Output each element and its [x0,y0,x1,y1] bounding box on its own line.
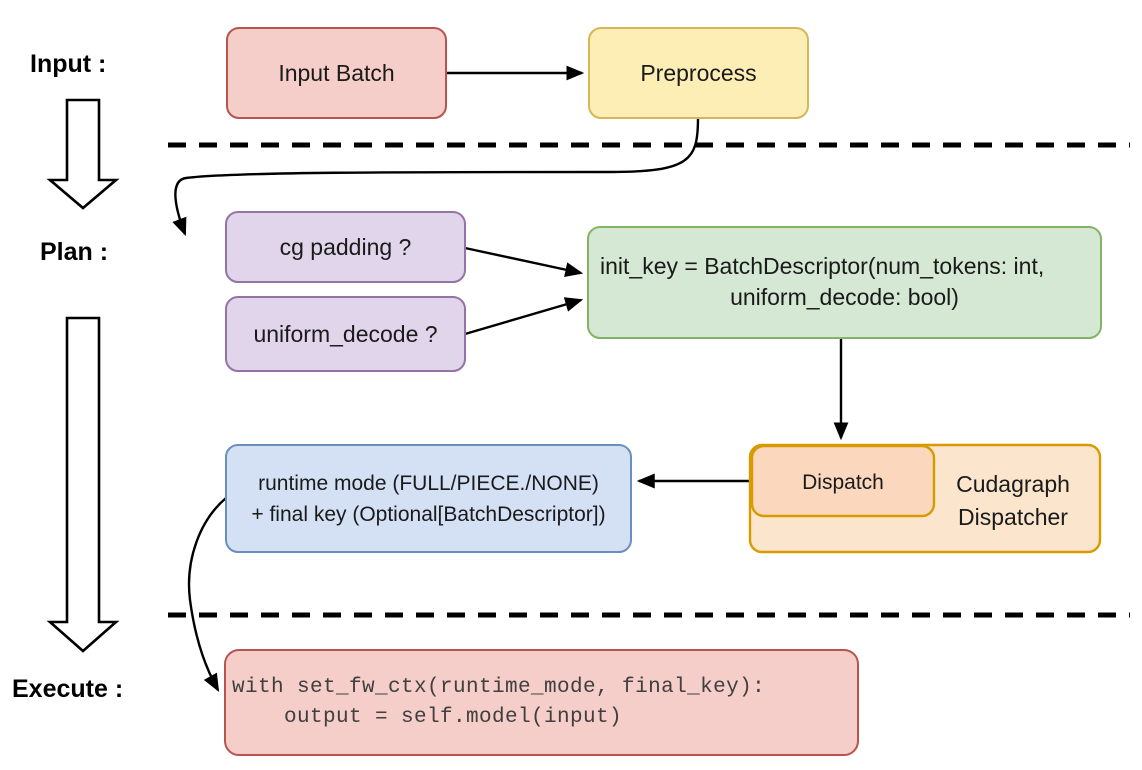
cudagraph-dispatcher-line-2: Dispatcher [958,504,1068,530]
execute-code-line-1: with set_fw_ctx(runtime_mode, final_key)… [232,676,765,699]
stage-arrow-input-to-plan-icon [46,98,120,210]
execute-code-box[interactable] [224,649,859,756]
edge-runtime-mode-to-execute [187,497,227,692]
stage-arrow-plan-to-execute-icon [46,316,120,653]
uniform-decode-label: uniform_decode ? [253,321,437,347]
section-dividers [168,142,1130,618]
cudagraph-dispatcher-line-1: Cudagraph [956,471,1070,497]
node-cg-padding[interactable]: cg padding ? [225,211,466,283]
node-input-batch[interactable]: Input Batch [226,27,447,119]
init-key-line-1: init_key = BatchDescriptor(num_tokens: i… [600,253,1044,279]
runtime-mode-line-2: + final key (Optional[BatchDescriptor]) [251,503,605,526]
dispatch-box[interactable] [750,444,936,518]
edge-preprocess-to-cg-padding [172,117,700,237]
node-init-key[interactable]: init_key = BatchDescriptor(num_tokens: i… [587,226,1102,339]
runtime-mode-box[interactable] [225,444,632,553]
uniform-decode-box[interactable] [225,296,466,372]
node-preprocess[interactable]: Preprocess [588,27,809,119]
diagram-edges [172,65,849,692]
edge-cg-padding-to-init-key [464,246,584,278]
input-batch-label: Input Batch [278,60,394,86]
node-execute-code[interactable]: with set_fw_ctx(runtime_mode, final_key)… [224,649,859,756]
runtime-mode-line-1: runtime mode (FULL/PIECE./NONE) [258,472,599,495]
init-key-box[interactable] [587,226,1102,339]
node-uniform-decode[interactable]: uniform_decode ? [225,296,466,372]
preprocess-box[interactable] [588,27,809,119]
init-key-line-2: uniform_decode: bool) [730,284,959,310]
stage-label-plan: Plan : [40,238,108,266]
dispatch-label: Dispatch [802,471,884,494]
stage-labels: Input : Plan : Execute : [12,50,123,703]
node-runtime-mode[interactable]: runtime mode (FULL/PIECE./NONE) + final … [225,444,632,553]
preprocess-label: Preprocess [640,60,756,86]
input-batch-box[interactable] [226,27,447,119]
stage-label-execute: Execute : [12,675,123,703]
edge-uniform-decode-to-init-key [464,297,584,336]
stage-flow-arrows [46,98,120,653]
node-dispatch[interactable]: Dispatch [750,444,936,518]
execute-code-line-2: output = self.model(input) [232,706,622,729]
stage-label-input: Input : [30,50,106,78]
cg-padding-box[interactable] [225,211,466,283]
cg-padding-label: cg padding ? [280,234,412,260]
